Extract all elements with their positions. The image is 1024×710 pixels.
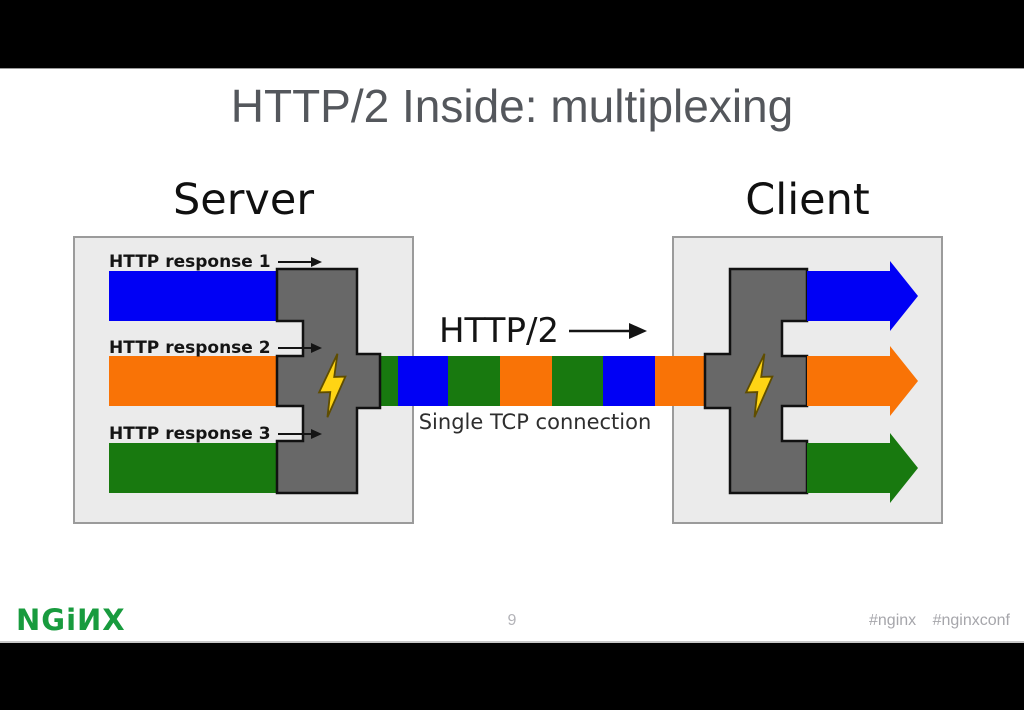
tcp-stream xyxy=(380,356,705,406)
stream-segment xyxy=(380,356,398,406)
client-heading: Client xyxy=(745,175,870,225)
stream-segment xyxy=(398,356,448,406)
stream-segment xyxy=(655,356,705,406)
slide-title: HTTP/2 Inside: multiplexing xyxy=(230,80,794,132)
right-arrow-icon xyxy=(277,257,322,267)
hashtag-nginx: #nginx xyxy=(869,612,917,629)
response-label-text: HTTP response 3 xyxy=(109,424,271,444)
hashtags: #nginx #nginxconf xyxy=(857,612,1010,630)
response-label-row: HTTP response 1 xyxy=(109,252,322,272)
slide: HTTP/2 Inside: multiplexing Server Clien… xyxy=(0,68,1024,643)
response-label-text: HTTP response 2 xyxy=(109,338,271,358)
hashtag-nginxconf: #nginxconf xyxy=(932,612,1010,629)
right-arrow-icon xyxy=(277,343,322,353)
server-heading: Server xyxy=(172,175,314,225)
stream-segment xyxy=(500,356,552,406)
right-arrow-icon xyxy=(569,323,648,339)
tcp-connection-caption: Single TCP connection xyxy=(418,410,652,434)
response-bar-3 xyxy=(109,443,278,493)
nginx-logo-text: NGiИX xyxy=(16,603,126,637)
response-bar-1 xyxy=(109,271,278,321)
response-label-text: HTTP response 1 xyxy=(109,252,271,272)
response-bar-2 xyxy=(109,356,278,406)
response-label-row: HTTP response 3 xyxy=(109,424,322,444)
nginx-logo: NGiИX xyxy=(16,603,126,637)
stream-segment xyxy=(552,356,603,406)
http2-label-text: HTTP/2 xyxy=(438,311,560,351)
http2-label-row: HTTP/2 xyxy=(413,311,673,351)
response-label-row: HTTP response 2 xyxy=(109,338,322,358)
stream-segment xyxy=(603,356,655,406)
client-box xyxy=(672,236,943,524)
right-arrow-icon xyxy=(277,429,322,439)
page-number: 9 xyxy=(507,612,517,629)
stream-segment xyxy=(448,356,500,406)
